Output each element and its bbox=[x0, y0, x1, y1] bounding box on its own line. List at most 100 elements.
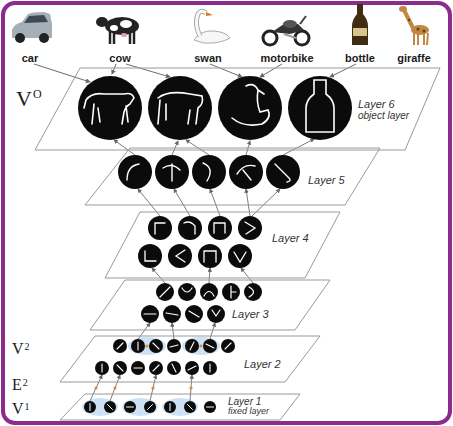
layer4-unit bbox=[178, 216, 202, 240]
object-arrow bbox=[210, 64, 242, 77]
layer3-unit bbox=[231, 286, 236, 298]
layer3-unit bbox=[204, 292, 214, 297]
layer1-unit bbox=[207, 407, 214, 408]
layer-caption: Layer 4 bbox=[272, 232, 309, 244]
motorbike-icon bbox=[300, 16, 306, 24]
grouping-ellipse bbox=[182, 337, 220, 355]
cow-icon bbox=[110, 25, 118, 31]
layer5-unit bbox=[192, 155, 226, 189]
layer5-unit bbox=[203, 163, 210, 181]
layer4-unit bbox=[168, 244, 192, 268]
layer3-unit bbox=[222, 283, 240, 301]
layer3-unit bbox=[178, 283, 196, 301]
layer-caption: Layer 6object layer bbox=[358, 98, 409, 121]
cow-icon bbox=[121, 33, 127, 37]
layer2-unit bbox=[131, 361, 145, 375]
layer5-unit bbox=[266, 155, 300, 189]
layer5-unit bbox=[155, 155, 189, 189]
layer3-unit bbox=[182, 288, 192, 292]
layer2-unit bbox=[117, 365, 123, 371]
layer4-unit bbox=[178, 216, 202, 240]
link-dot bbox=[94, 386, 97, 389]
layer4-unit bbox=[138, 216, 262, 268]
layer6-unit bbox=[306, 80, 334, 132]
layer3-unit bbox=[160, 287, 170, 297]
layer4-unit bbox=[208, 216, 232, 240]
layer1-unit bbox=[127, 407, 134, 408]
layer4-unit bbox=[168, 244, 192, 268]
layer4-unit bbox=[148, 216, 172, 240]
layer5-unit bbox=[155, 155, 189, 189]
layer-note: object layer bbox=[358, 110, 409, 121]
plane-outline bbox=[105, 212, 340, 278]
layer5-unit bbox=[275, 164, 290, 182]
plane-outline bbox=[90, 280, 330, 330]
cow-icon bbox=[96, 17, 139, 44]
layer6-unit bbox=[232, 85, 269, 125]
plane-outline bbox=[60, 336, 320, 382]
layer2-unit bbox=[185, 339, 199, 353]
layer1-unit bbox=[90, 404, 91, 411]
bottle-icon bbox=[352, 4, 368, 45]
layer-note: fixed layer bbox=[228, 407, 269, 417]
giraffe-icon bbox=[411, 25, 429, 35]
layer3-unit bbox=[200, 283, 218, 301]
object-name: cow bbox=[109, 52, 130, 64]
layer2-unit bbox=[117, 343, 123, 349]
layer2-unit bbox=[101, 364, 102, 372]
layer3-unit bbox=[156, 283, 174, 301]
layer-plane: Layer 1fixed layer bbox=[60, 394, 300, 420]
layer6-unit bbox=[288, 76, 352, 140]
layer1-unit bbox=[204, 401, 216, 413]
bottle-icon bbox=[352, 4, 368, 45]
layer3-unit bbox=[244, 283, 262, 301]
layer-name: Layer 6 bbox=[358, 98, 409, 110]
layer4-unit bbox=[138, 244, 162, 268]
motorbike-icon bbox=[263, 16, 309, 45]
layer4-unit bbox=[155, 223, 165, 234]
link-dot bbox=[199, 344, 202, 347]
car-icon bbox=[15, 33, 25, 43]
grouping-ellipse bbox=[82, 337, 220, 416]
layer-caption: Layer 5 bbox=[308, 174, 345, 186]
object-arrow bbox=[112, 64, 116, 74]
object-name: car bbox=[22, 52, 39, 64]
layer3-unit bbox=[207, 305, 225, 323]
layer5-unit bbox=[229, 155, 263, 189]
layer-name: Layer 1 bbox=[228, 396, 269, 407]
layer2-unit bbox=[203, 361, 217, 375]
link-dot bbox=[189, 386, 192, 389]
layer4-unit bbox=[228, 244, 252, 268]
layer2-unit bbox=[149, 339, 163, 353]
layer4-unit bbox=[198, 244, 222, 268]
layer-arrow bbox=[150, 375, 156, 401]
object-name: giraffe bbox=[397, 52, 431, 64]
layer-caption: Layer 3 bbox=[232, 308, 269, 320]
layer2-unit bbox=[131, 339, 145, 353]
layer2-unit bbox=[131, 361, 145, 375]
layer2-unit bbox=[113, 339, 127, 353]
layer3-unit bbox=[163, 305, 181, 323]
label-slot: cow bbox=[109, 48, 130, 66]
layer5-unit bbox=[266, 155, 300, 189]
motorbike-icon bbox=[295, 31, 309, 45]
layer2-unit bbox=[203, 361, 217, 375]
layer-name: Layer 4 bbox=[272, 232, 309, 244]
label-slot: motorbike bbox=[260, 48, 313, 66]
layer-caption: Layer 2 bbox=[244, 358, 281, 370]
layer3-unit bbox=[156, 283, 174, 301]
link-dot bbox=[94, 344, 202, 389]
car-icon bbox=[24, 15, 48, 23]
giraffe-icon bbox=[423, 30, 426, 33]
layer1-unit bbox=[144, 401, 156, 413]
layer1-unit bbox=[124, 401, 136, 413]
layer1-unit bbox=[184, 401, 196, 413]
layer2-unit bbox=[190, 342, 194, 350]
layer2-unit bbox=[221, 339, 235, 353]
frame bbox=[3, 3, 450, 423]
layer4-unit bbox=[138, 244, 162, 268]
layer-arrow bbox=[138, 323, 150, 339]
layer5-unit bbox=[118, 155, 152, 189]
object-name: bottle bbox=[345, 52, 375, 64]
layer3-unit bbox=[212, 310, 220, 316]
